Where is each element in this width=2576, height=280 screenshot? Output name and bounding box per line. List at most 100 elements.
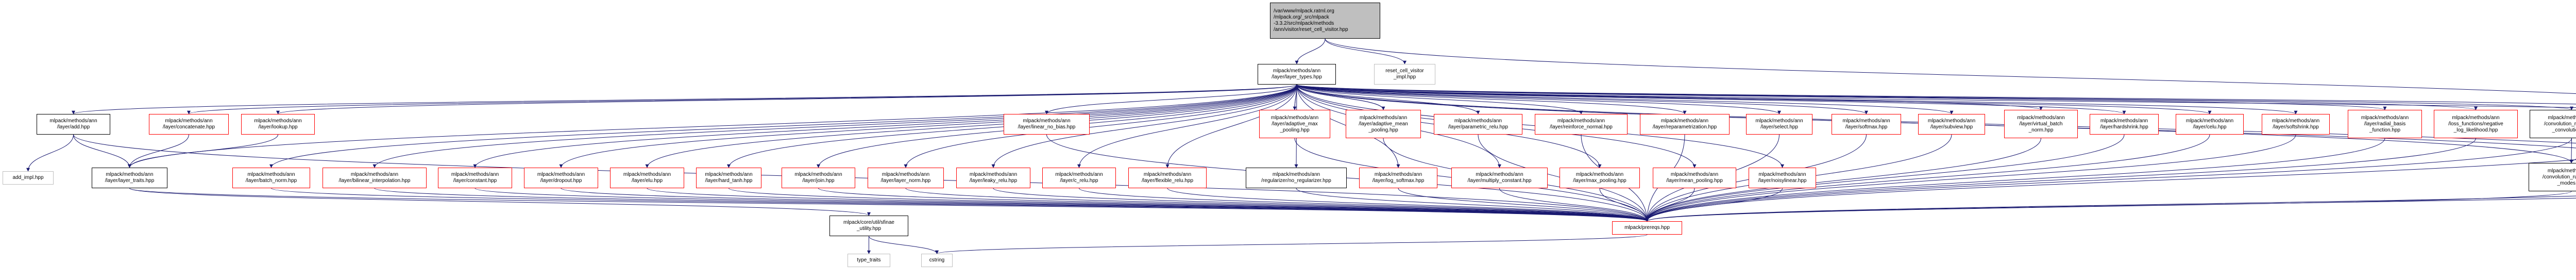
edge-fft-conv-to-border-modes [2569, 159, 2576, 163]
graph-node-label: mlpack/methods/ann /layer/select.hpp [1755, 118, 1803, 130]
graph-node-parametric-relu[interactable]: mlpack/methods/ann /layer/parametric_rel… [1434, 114, 1522, 135]
graph-node-label: mlpack/methods/ann /layer/noisylinear.hp… [1758, 172, 1807, 184]
graph-node-batch-norm[interactable]: mlpack/methods/ann /layer/batch_norm.hpp [232, 168, 310, 188]
graph-node-label: mlpack/methods/ann /layer/reinforce_norm… [1550, 118, 1613, 130]
graph-node-join[interactable]: mlpack/methods/ann /layer/join.hpp [782, 168, 855, 188]
graph-node-bilinear[interactable]: mlpack/methods/ann /layer/bilinear_inter… [323, 168, 427, 188]
graph-node-layer-traits[interactable]: mlpack/methods/ann /layer/layer_traits.h… [92, 168, 167, 188]
graph-node-multiply-constant[interactable]: mlpack/methods/ann /layer/multiply_const… [1451, 168, 1548, 188]
graph-node-celu[interactable]: mlpack/methods/ann /layer/celu.hpp [2176, 114, 2244, 135]
graph-node-add[interactable]: mlpack/methods/ann /layer/add.hpp [37, 114, 110, 135]
edge-add-to-prereqs [73, 134, 1649, 222]
graph-node-flexible-relu[interactable]: mlpack/methods/ann /layer/flexible_relu.… [1128, 168, 1207, 188]
graph-node-concatenate[interactable]: mlpack/methods/ann /layer/concatenate.hp… [149, 114, 229, 135]
graph-node-prereqs[interactable]: mlpack/prereqs.hpp [1612, 221, 1682, 235]
edge-layer-types-to-select [1296, 84, 1781, 114]
edge-neg-log-likelihood-to-prereqs [1645, 138, 2476, 222]
edge-softshrink-to-prereqs [1645, 134, 2296, 222]
graph-node-label: mlpack/methods/ann /layer/softmax.hpp [1842, 118, 1890, 130]
graph-node-virtual-batch-norm[interactable]: mlpack/methods/ann /layer/virtual_batch … [2004, 110, 2078, 138]
graph-node-label: mlpack/methods/ann /layer/adaptive_mean … [1359, 114, 1408, 133]
graph-node-reparametrization[interactable]: mlpack/methods/ann /layer/reparametrizat… [1640, 114, 1730, 135]
edge-elu-to-prereqs [647, 188, 1649, 222]
graph-node-noisylinear[interactable]: mlpack/methods/ann /layer/noisylinear.hp… [1749, 168, 1816, 188]
graph-node-label: mlpack/methods/ann /layer/multiply_const… [1467, 172, 1532, 184]
graph-node-label: mlpack/methods/ann /layer/constant.hpp [451, 172, 499, 184]
graph-node-hard-tanh[interactable]: mlpack/methods/ann /layer/hard_tanh.hpp [696, 168, 761, 188]
graph-node-label: /var/www/mlpack.ratml.org /mlpack.org/_s… [1274, 8, 1348, 32]
graph-node-label: type_traits [857, 257, 881, 263]
graph-node-layer-types[interactable]: mlpack/methods/ann /layer/layer_types.hp… [1258, 64, 1336, 85]
graph-node-c-relu[interactable]: mlpack/methods/ann /layer/c_relu.hpp [1042, 168, 1116, 188]
edge-lookup-to-layer-traits [128, 134, 278, 168]
graph-node-label: mlpack/methods/ann /layer/reparametrizat… [1652, 118, 1717, 130]
graph-node-label: mlpack/methods/ann /layer/join.hpp [794, 172, 842, 184]
graph-node-adaptive-mean[interactable]: mlpack/methods/ann /layer/adaptive_mean … [1346, 110, 1421, 138]
graph-node-naive-conv[interactable]: mlpack/methods/ann /convolution_rules/na… [2530, 110, 2576, 138]
graph-node-label: mlpack/methods/ann /layer/max_pooling.hp… [1573, 172, 1626, 184]
edge-layer-types-to-hardshrink [1296, 84, 2126, 114]
graph-node-leaky-relu[interactable]: mlpack/methods/ann /layer/leaky_relu.hpp [956, 168, 1030, 188]
edge-no-regularizer-to-prereqs [1296, 188, 1649, 222]
edge-celu-to-prereqs [1645, 134, 2210, 222]
edge-dropout-to-prereqs [561, 188, 1649, 222]
edge-join-to-prereqs [818, 188, 1649, 222]
graph-node-adaptive-max[interactable]: mlpack/methods/ann /layer/adaptive_max _… [1259, 110, 1330, 138]
graph-node-softshrink[interactable]: mlpack/methods/ann /layer/softshrink.hpp [2262, 114, 2330, 135]
graph-node-elu[interactable]: mlpack/methods/ann /layer/elu.hpp [610, 168, 684, 188]
graph-node-label: mlpack/methods/ann /layer/log_softmax.hp… [1372, 172, 1425, 184]
graph-node-linear-no-bias[interactable]: mlpack/methods/ann /layer/linear_no_bias… [1004, 114, 1090, 135]
edge-batch-norm-to-prereqs [271, 188, 1649, 222]
graph-node-mean-pooling[interactable]: mlpack/methods/ann /layer/mean_pooling.h… [1653, 168, 1736, 188]
graph-node-root[interactable]: /var/www/mlpack.ratml.org /mlpack.org/_s… [1270, 3, 1380, 39]
edge-base-layer-to-prereqs [1645, 197, 2576, 222]
graph-node-reinforce-normal[interactable]: mlpack/methods/ann /layer/reinforce_norm… [1535, 114, 1628, 135]
edge-layer-types-to-reinforce-normal [1296, 84, 1583, 114]
graph-node-label: mlpack/methods/ann /layer/hardshrink.hpp [2100, 118, 2148, 130]
graph-node-label: mlpack/methods/ann /layer/flexible_relu.… [1141, 172, 1194, 184]
graph-node-label: mlpack/methods/ann /layer/hard_tanh.hpp [705, 172, 753, 184]
edge-layer-types-to-flexible-relu [1165, 84, 1297, 168]
graph-node-label: mlpack/core/util/sfinae _utility.hpp [843, 220, 894, 232]
graph-node-select[interactable]: mlpack/methods/ann /layer/select.hpp [1746, 114, 1812, 135]
edge-add-to-layer-traits [73, 134, 131, 168]
graph-node-max-pooling[interactable]: mlpack/methods/ann /layer/max_pooling.hp… [1560, 168, 1640, 188]
graph-node-layer-norm[interactable]: mlpack/methods/ann /layer/layer_norm.hpp [868, 168, 944, 188]
graph-node-label: mlpack/methods/ann /convolution_rules/na… [2544, 114, 2576, 133]
graph-node-label: mlpack/methods/ann /layer/subview.hpp [1927, 118, 1976, 130]
graph-node-hardshrink[interactable]: mlpack/methods/ann /layer/hardshrink.hpp [2090, 114, 2159, 135]
edge-layer-types-to-reparametrization [1296, 84, 1687, 114]
edge-layer-types-to-celu [1296, 84, 2212, 114]
graph-node-neg-log-likelihood[interactable]: mlpack/methods/ann /loss_functions/negat… [2434, 110, 2518, 138]
graph-node-dropout[interactable]: mlpack/methods/ann /layer/dropout.hpp [524, 168, 598, 188]
graph-node-constant[interactable]: mlpack/methods/ann /layer/constant.hpp [438, 168, 512, 188]
graph-node-log-softmax[interactable]: mlpack/methods/ann /layer/log_softmax.hp… [1359, 168, 1437, 188]
graph-node-label: mlpack/methods/ann /layer/parametric_rel… [1448, 118, 1509, 130]
graph-node-label: mlpack/prereqs.hpp [1624, 225, 1670, 230]
graph-node-label: mlpack/methods/ann /layer/bilinear_inter… [338, 172, 411, 184]
graph-node-label: reset_cell_visitor _impl.hpp [1385, 68, 1424, 80]
graph-node-radial-basis[interactable]: mlpack/methods/ann /layer/radial_basis _… [2348, 110, 2422, 138]
edge-layer-types-to-add [72, 84, 1297, 114]
graph-node-reset-impl: reset_cell_visitor _impl.hpp [1374, 64, 1435, 85]
graph-node-softmax[interactable]: mlpack/methods/ann /layer/softmax.hpp [1832, 114, 1901, 135]
graph-node-lookup[interactable]: mlpack/methods/ann /layer/lookup.hpp [241, 114, 315, 135]
edge-flexible-relu-to-prereqs [1167, 188, 1649, 222]
edge-layer-types-to-constant [473, 84, 1297, 168]
edge-naive-conv-to-prereqs [1645, 138, 2572, 222]
graph-node-label: mlpack/methods/ann /layer/concatenate.hp… [162, 118, 215, 130]
edge-layer-types-to-subview [1296, 84, 1954, 114]
edge-layer-traits-to-sfinae [129, 188, 871, 216]
graph-node-label: mlpack/methods/ann /layer/dropout.hpp [537, 172, 585, 184]
edge-hardshrink-to-prereqs [1645, 134, 2125, 222]
graph-node-subview[interactable]: mlpack/methods/ann /layer/subview.hpp [1918, 114, 1985, 135]
graph-node-sfinae[interactable]: mlpack/core/util/sfinae _utility.hpp [829, 216, 908, 236]
graph-node-label: mlpack/methods/ann /layer/adaptive_max _… [1270, 114, 1319, 133]
graph-node-border-modes[interactable]: mlpack/methods/ann /convolution_rules/bo… [2529, 163, 2576, 191]
edge-linear-no-bias-to-prereqs [1046, 134, 1649, 222]
edge-layer-types-to-dropout [559, 84, 1297, 168]
graph-node-label: mlpack/methods/ann /layer/layer_traits.h… [105, 172, 155, 184]
graph-node-no-regularizer[interactable]: mlpack/methods/ann /regularizer/no_regul… [1246, 168, 1347, 188]
